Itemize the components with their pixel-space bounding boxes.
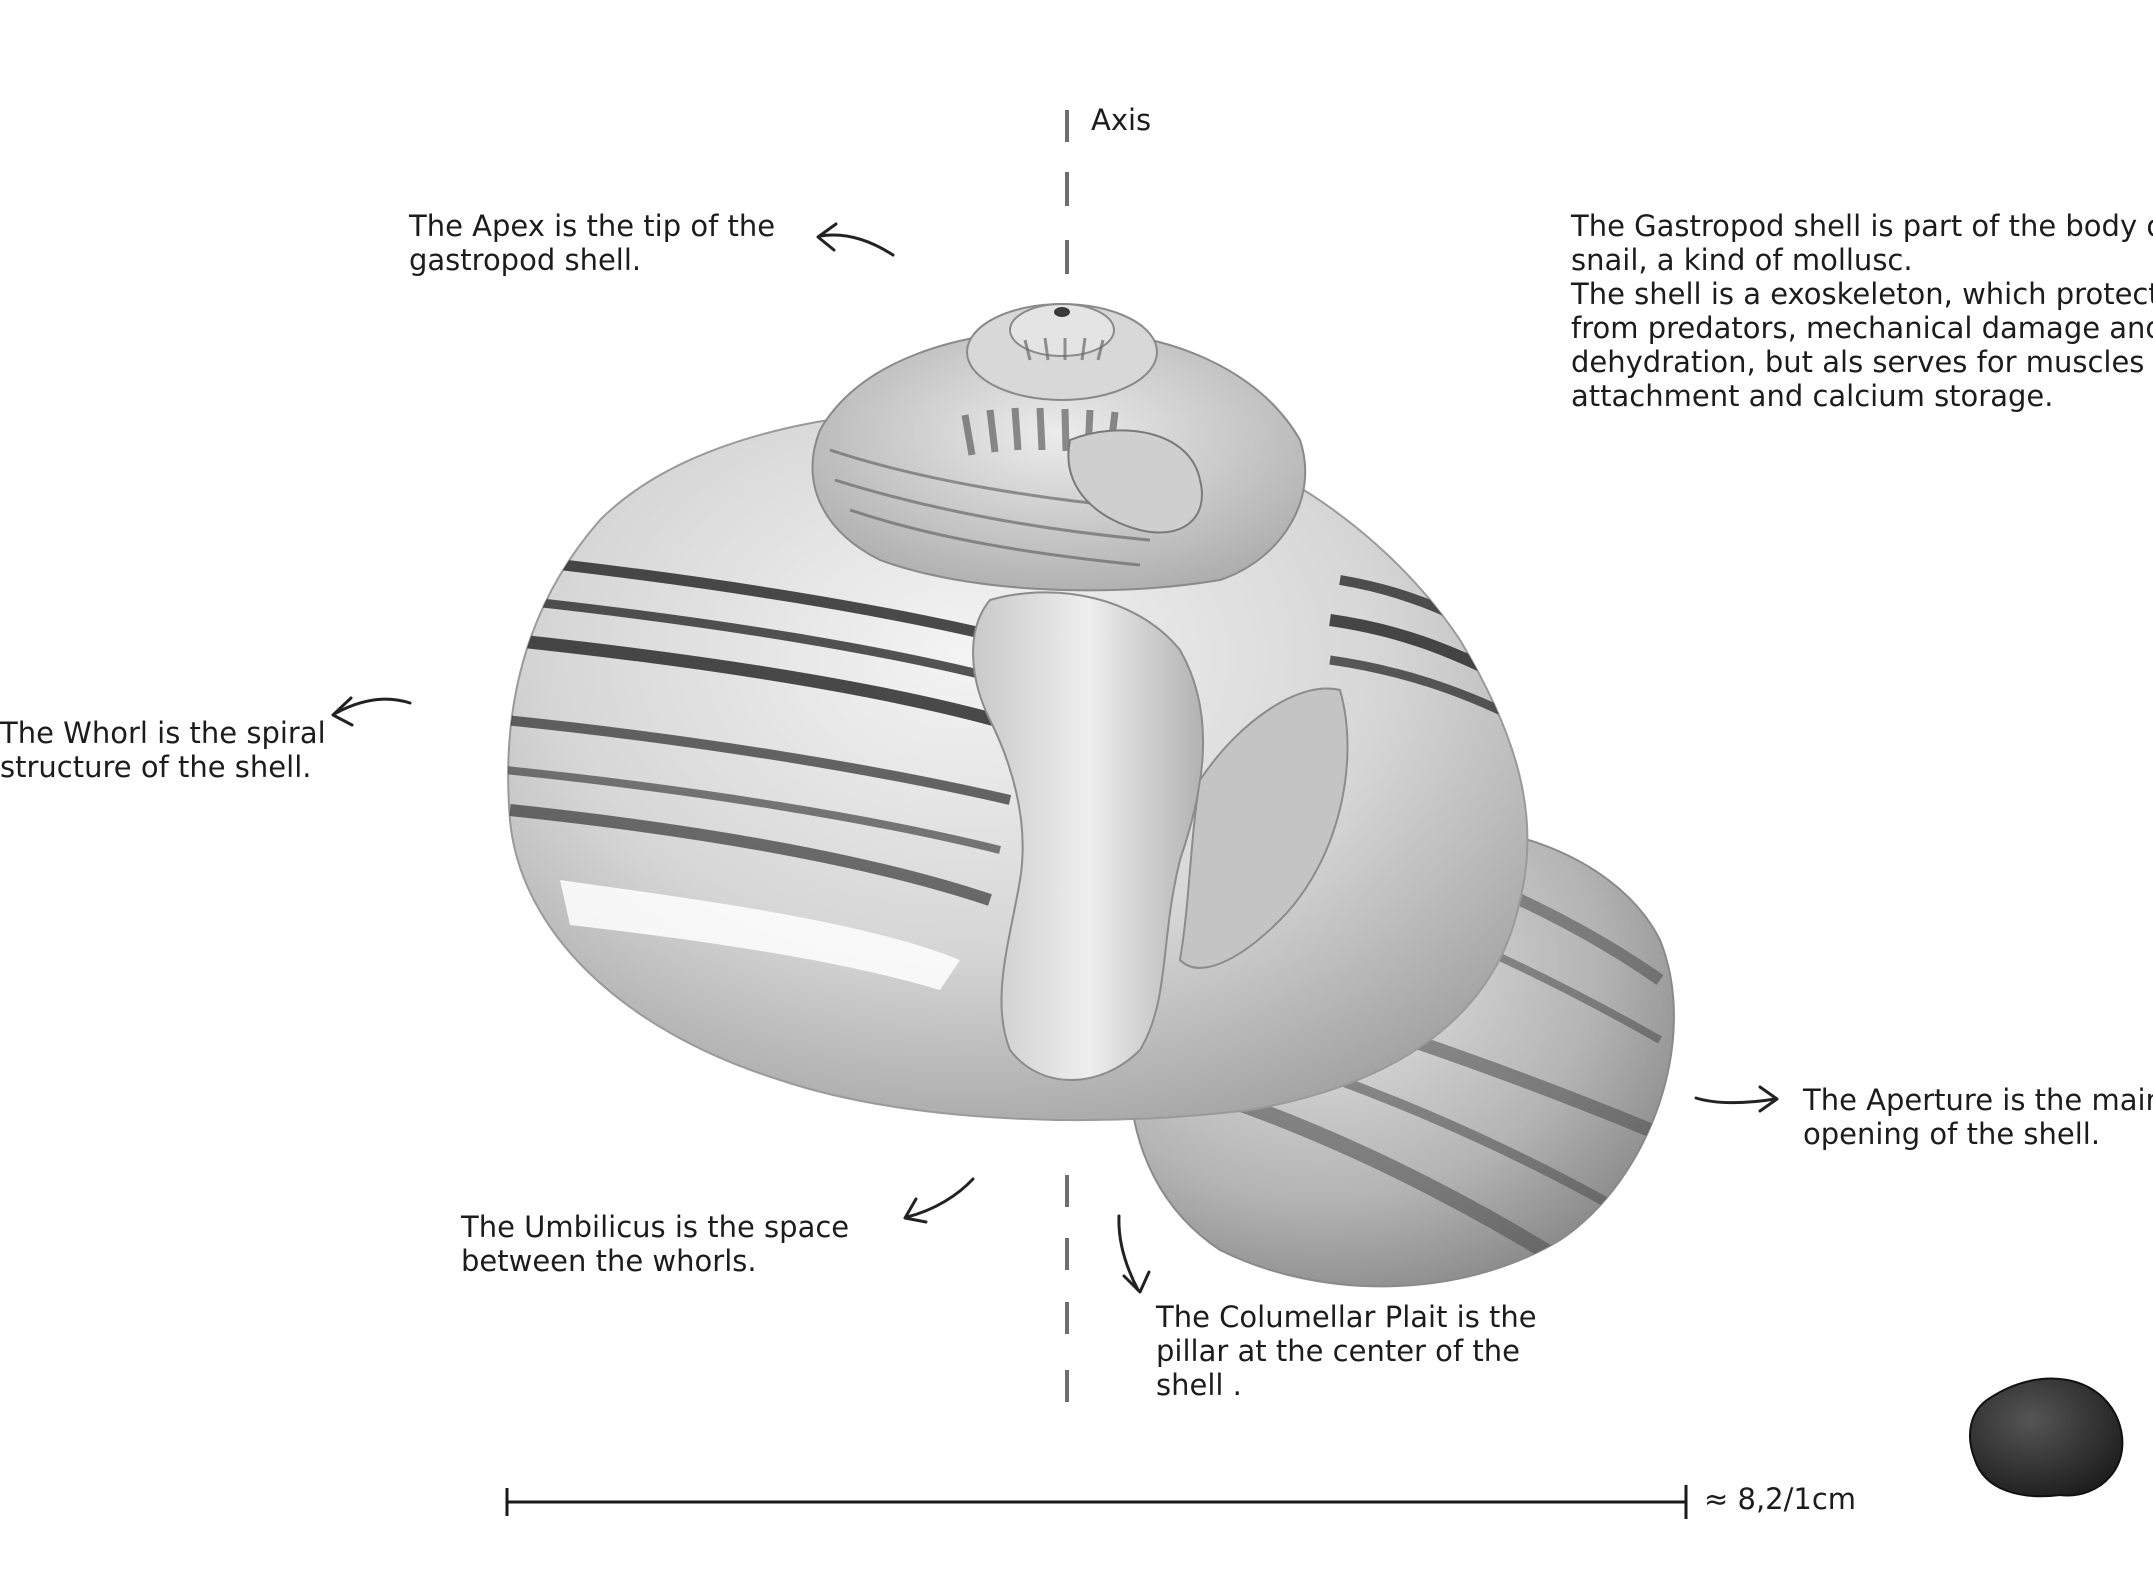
arrow-aperture [1696, 1087, 1777, 1111]
columellar-plait-label-line: The Columellar Plait is the [1156, 1300, 1537, 1334]
arrow-umbilicus [905, 1179, 973, 1222]
whorl-label-line: The Whorl is the spiral [0, 716, 326, 750]
gastropod-description-line: attachment and calcium storage. [1571, 379, 2153, 413]
apex-label: The Apex is the tip of the gastropod she… [409, 209, 775, 277]
aperture-label-line: The Aperture is the main [1803, 1083, 2153, 1117]
columellar-plait-label: The Columellar Plait is the pillar at th… [1156, 1300, 1537, 1402]
gastropod-description-line: snail, a kind of mollusc. [1571, 243, 2153, 277]
whorl-label: The Whorl is the spiral structure of the… [0, 716, 326, 784]
arrow-columellar [1119, 1216, 1149, 1292]
umbilicus-label-line: The Umbilicus is the space [461, 1210, 849, 1244]
size-reference-pebble [1970, 1379, 2122, 1497]
shell-spire [813, 304, 1306, 590]
aperture-label-line: opening of the shell. [1803, 1117, 2153, 1151]
arrow-whorl [333, 698, 410, 725]
umbilicus-label-line: between the whorls. [461, 1244, 849, 1278]
whorl-label-line: structure of the shell. [0, 750, 326, 784]
apex-label-line: gastropod shell. [409, 243, 775, 277]
gastropod-description-line: dehydration, but als serves for muscles [1571, 345, 2153, 379]
scale-bar [507, 1485, 1686, 1519]
umbilicus-label: The Umbilicus is the space between the w… [461, 1210, 849, 1278]
gastropod-description-line: The shell is a exoskeleton, which protec… [1571, 277, 2153, 311]
scale-label: ≈ 8,2/1cm [1704, 1482, 1856, 1516]
apex-label-line: The Apex is the tip of the [409, 209, 775, 243]
columellar-plait-label-line: shell . [1156, 1368, 1537, 1402]
gastropod-description: The Gastropod shell is part of the body … [1571, 209, 2153, 413]
axis-label: Axis [1091, 103, 1151, 137]
gastropod-description-line: from predators, mechanical damage and [1571, 311, 2153, 345]
gastropod-description-line: The Gastropod shell is part of the body … [1571, 209, 2153, 243]
arrow-apex [818, 224, 893, 255]
aperture-label: The Aperture is the main opening of the … [1803, 1083, 2153, 1151]
columellar-plait-label-line: pillar at the center of the [1156, 1334, 1537, 1368]
